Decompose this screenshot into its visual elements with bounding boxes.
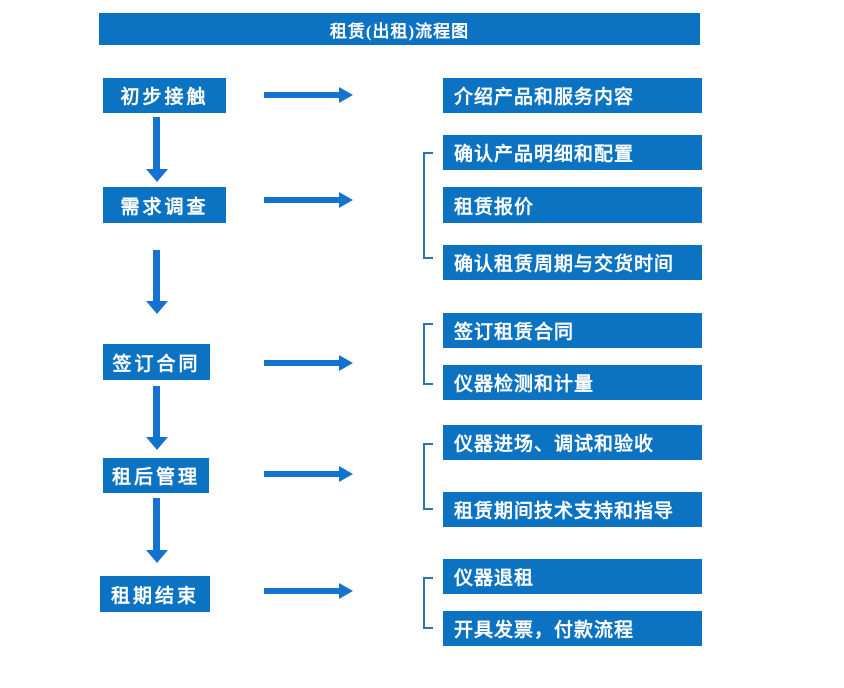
bracket-group-sign-contract <box>423 323 433 385</box>
flow-arrow-right-1-head <box>339 87 353 103</box>
flow-arrow-right-5-shaft <box>264 588 340 594</box>
down-arrow-1-head <box>146 169 168 182</box>
down-arrow-3 <box>146 386 168 450</box>
down-arrow-2-head <box>146 301 168 314</box>
flow-arrow-right-4-shaft <box>264 471 340 477</box>
detail-box-introduce-products: 介绍产品和服务内容 <box>443 78 702 113</box>
flowchart-title: 租赁(出租)流程图 <box>99 13 700 45</box>
down-arrow-3-shaft <box>153 386 160 437</box>
down-arrow-1-shaft <box>153 117 160 169</box>
detail-box-sign-rental-contract: 签订租赁合同 <box>443 313 702 348</box>
detail-box-confirm-product-config: 确认产品明细和配置 <box>443 135 702 170</box>
step-box-initial-contact: 初步接触 <box>103 78 226 113</box>
flow-arrow-right-2 <box>264 192 353 208</box>
down-arrow-4-shaft <box>153 498 160 550</box>
flow-arrow-right-1 <box>264 87 353 103</box>
down-arrow-2-shaft <box>153 250 160 301</box>
detail-box-instrument-return: 仪器退租 <box>443 559 702 594</box>
down-arrow-4-head <box>146 550 168 563</box>
detail-box-instrument-testing: 仪器检测和计量 <box>443 365 702 400</box>
step-box-post-rental-management: 租后管理 <box>103 458 209 493</box>
flow-arrow-right-5-head <box>339 583 353 599</box>
flow-arrow-right-2-shaft <box>264 197 340 203</box>
down-arrow-2 <box>146 250 168 314</box>
flow-arrow-right-4 <box>264 466 353 482</box>
down-arrow-3-head <box>146 437 168 450</box>
bracket-group-post-rental <box>423 443 433 510</box>
detail-box-rental-quotation: 租赁报价 <box>443 187 702 223</box>
flow-arrow-right-1-shaft <box>264 92 340 98</box>
detail-box-invoice-payment: 开具发票，付款流程 <box>443 611 702 646</box>
detail-box-tech-support: 租赁期间技术支持和指导 <box>443 492 702 527</box>
flow-arrow-right-3 <box>264 355 353 371</box>
flow-arrow-right-5 <box>264 583 353 599</box>
step-box-rental-end: 租期结束 <box>100 576 210 612</box>
detail-box-confirm-period-delivery: 确认租赁周期与交货时间 <box>443 245 702 280</box>
bracket-group-rental-end <box>423 577 433 629</box>
detail-box-instrument-setup-acceptance: 仪器进场、调试和验收 <box>443 425 702 460</box>
flow-arrow-right-3-shaft <box>264 360 340 366</box>
step-box-needs-survey: 需求调查 <box>103 187 226 223</box>
flow-arrow-right-4-head <box>339 466 353 482</box>
down-arrow-1 <box>146 117 168 182</box>
down-arrow-4 <box>146 498 168 563</box>
bracket-group-needs-survey <box>423 152 433 259</box>
flow-arrow-right-2-head <box>339 192 353 208</box>
flow-arrow-right-3-head <box>339 355 353 371</box>
step-box-sign-contract: 签订合同 <box>103 344 210 380</box>
